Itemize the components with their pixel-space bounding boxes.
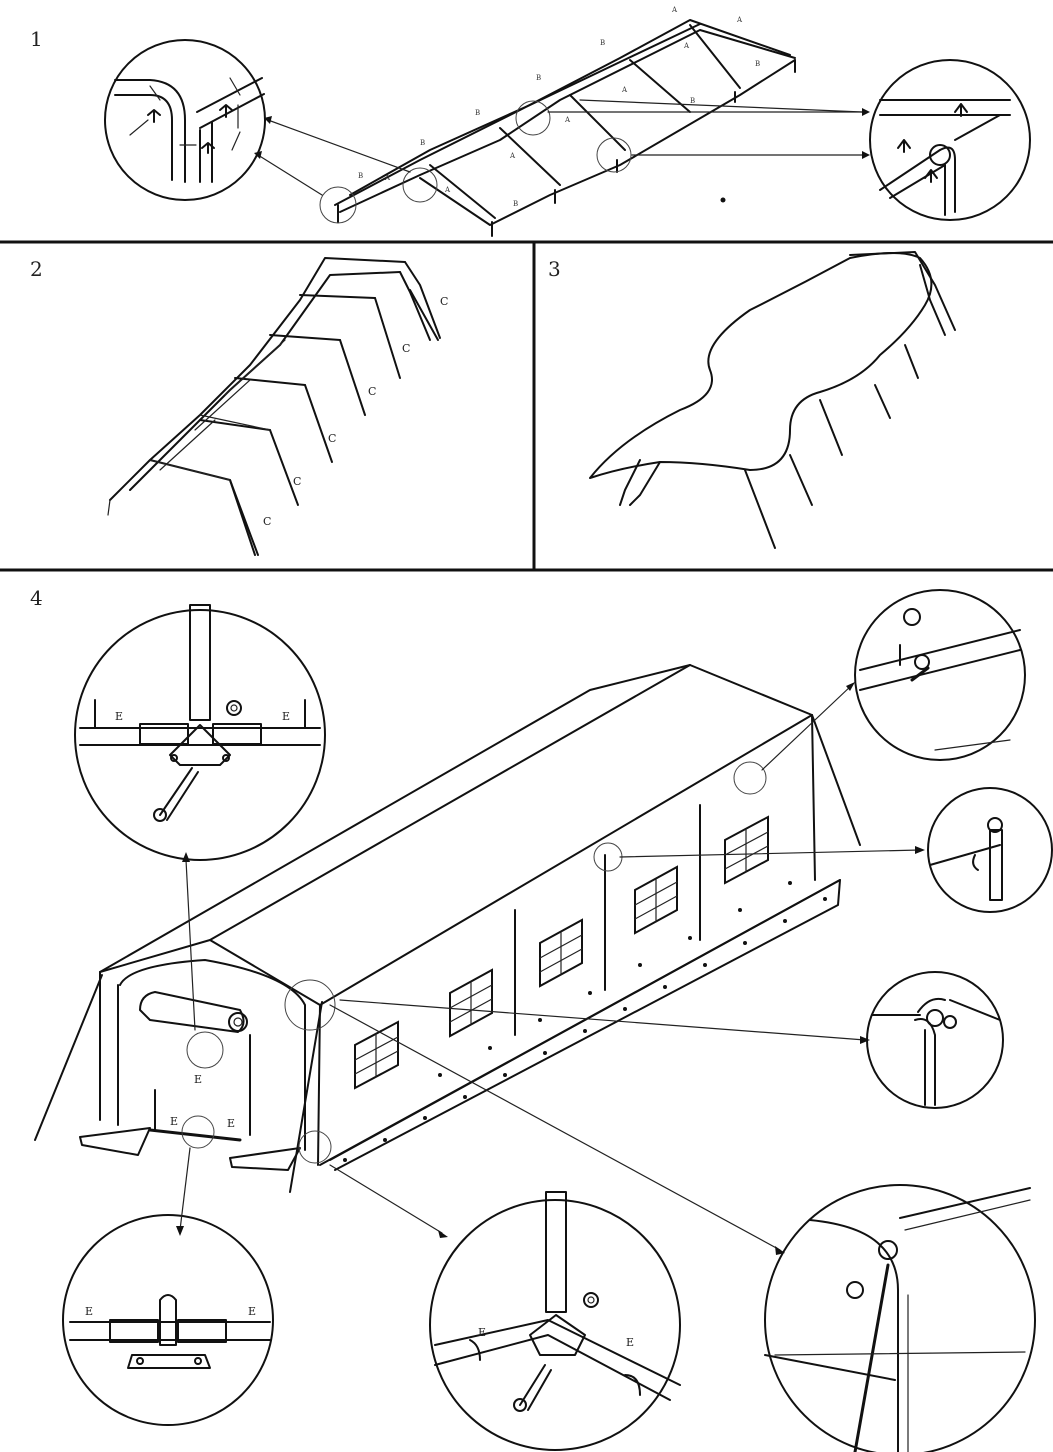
detail-roof-tie bbox=[854, 589, 1026, 761]
tent-windows bbox=[354, 815, 769, 1090]
window bbox=[634, 865, 678, 935]
label-pipe-a: A bbox=[444, 186, 451, 194]
detail-door-connector: E E bbox=[62, 1214, 274, 1426]
detail-marker-front-corner bbox=[284, 979, 336, 1031]
label-pipe-b: B bbox=[755, 60, 760, 68]
step-number-4: 4 bbox=[30, 586, 43, 610]
tent-body bbox=[34, 664, 861, 1193]
detail-marker-side bbox=[596, 137, 632, 173]
detail-marker-ridge bbox=[515, 100, 551, 136]
label-leg-c: C bbox=[402, 342, 410, 355]
label-pipe-b: B bbox=[513, 200, 518, 208]
label-pipe-a: A bbox=[384, 174, 391, 182]
label-pipe-e: E bbox=[115, 710, 123, 723]
label-pipe-a: A bbox=[683, 42, 690, 50]
label-pipe-e: E bbox=[227, 1117, 235, 1130]
panel-borders bbox=[0, 240, 1053, 572]
detail-corner-base-plate: E E bbox=[429, 1191, 681, 1451]
panel-1: 1 A A A bbox=[30, 6, 1031, 237]
label-leg-c: C bbox=[263, 515, 271, 528]
panel-4: 4 bbox=[30, 586, 1053, 1452]
step-number-1: 1 bbox=[30, 27, 43, 51]
label-pipe-e: E bbox=[478, 1326, 486, 1339]
label-pipe-a: A bbox=[564, 116, 571, 124]
frame-with-legs bbox=[107, 257, 441, 556]
label-pipe-a: A bbox=[509, 152, 516, 160]
window bbox=[449, 968, 493, 1038]
label-leg-c: C bbox=[293, 475, 301, 488]
detail-marker-door-base bbox=[181, 1115, 215, 1149]
label-pipe-b: B bbox=[536, 74, 541, 82]
window bbox=[539, 918, 583, 988]
label-pipe-a: A bbox=[671, 6, 678, 14]
label-pipe-b: B bbox=[690, 97, 695, 105]
window bbox=[724, 815, 769, 885]
label-pipe-a: A bbox=[736, 16, 743, 24]
panel-2: 2 C bbox=[30, 257, 448, 556]
window bbox=[354, 1020, 399, 1090]
detail-wall-corner bbox=[866, 971, 1004, 1109]
sod-cloth-grommets bbox=[343, 881, 827, 1162]
label-pipe-e: E bbox=[85, 1305, 93, 1318]
callout-arrows-panel-1 bbox=[254, 99, 870, 196]
frame-with-cover bbox=[589, 251, 956, 549]
step-number-3: 3 bbox=[548, 257, 561, 281]
label-leg-c: C bbox=[368, 385, 376, 398]
detail-marker-corner-base bbox=[298, 1130, 332, 1164]
label-pipe-e: E bbox=[626, 1336, 634, 1349]
detail-marker-corner bbox=[319, 186, 357, 224]
label-pipe-b: B bbox=[475, 109, 480, 117]
label-pipe-a: A bbox=[621, 86, 628, 94]
detail-marker-rafter bbox=[402, 167, 438, 203]
detail-corner-connector-left bbox=[104, 39, 266, 201]
roof-frame-top bbox=[334, 19, 796, 237]
detail-base-plate-door: E E bbox=[74, 604, 326, 861]
label-pipe-e: E bbox=[194, 1073, 202, 1086]
step-number-2: 2 bbox=[30, 257, 43, 281]
panel-3: 3 bbox=[548, 251, 956, 549]
label-pipe-b: B bbox=[358, 172, 363, 180]
label-pipe-e: E bbox=[248, 1305, 256, 1318]
detail-marker-side-pole bbox=[593, 842, 623, 872]
label-leg-c: C bbox=[328, 432, 336, 445]
callout-arrows-panel-4 bbox=[176, 682, 925, 1255]
label-pipe-b: B bbox=[600, 39, 605, 47]
detail-corner-connector-right bbox=[869, 59, 1031, 221]
label-leg-c: C bbox=[440, 295, 448, 308]
detail-marker-door-roll bbox=[186, 1031, 224, 1069]
label-pipe-e: E bbox=[282, 710, 290, 723]
label-pipe-e: E bbox=[170, 1115, 178, 1128]
detail-pole-tie bbox=[927, 787, 1053, 913]
label-pipe-b: B bbox=[420, 139, 425, 147]
detail-marker-roof bbox=[733, 761, 767, 795]
detail-corner-guy-rope bbox=[764, 1184, 1036, 1452]
